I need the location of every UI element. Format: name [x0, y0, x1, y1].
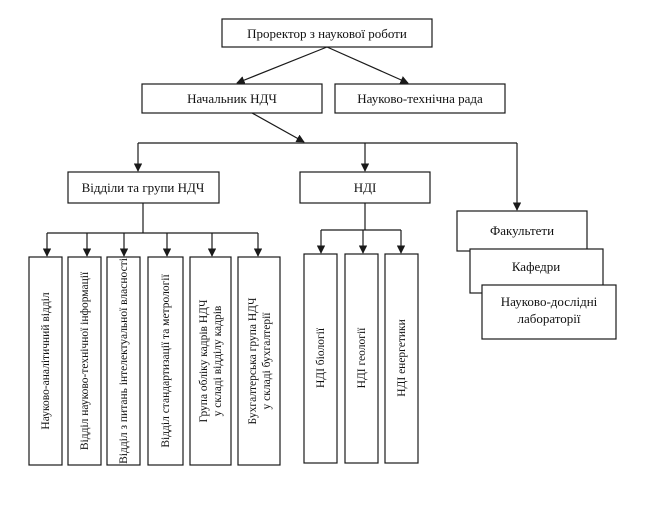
dept-label-6-line1: Бухгалтерська група НДЧ: [247, 297, 259, 424]
dept-box-1: Науково-аналітичний відділ: [28, 256, 63, 466]
node-prorector-label: Проректор з наукової роботи: [247, 26, 407, 41]
dept-label-5-line2: у складі відділу кадрів: [212, 305, 224, 416]
dept-label-5-line1: Група обліку кадрів НДЧ: [198, 299, 210, 422]
node-departments-label: Відділи та групи НДЧ: [82, 180, 205, 195]
dept-box-5: Група обліку кадрів НДЧ у складі відділу…: [189, 256, 232, 466]
ndi-box-3: НДІ енергетики: [384, 253, 419, 464]
dept-box-4: Відділ стандартизації та метрології: [147, 256, 184, 466]
dept-label-1: Науково-аналітичний відділ: [40, 292, 52, 429]
arrow-prorector-council: [326, 46, 409, 84]
node-sci-council-label: Науково-технічна рада: [357, 91, 483, 106]
ndi-label-2: НДІ геології: [356, 327, 368, 389]
ndi-label-1: НДІ біології: [315, 327, 327, 388]
node-sci-council: Науково-технічна рада: [334, 83, 506, 114]
ndi-box-1: НДІ біології: [303, 253, 338, 464]
ndi-label-3: НДІ енергетики: [396, 319, 408, 397]
dept-box-2: Відділ науково-технічної інформації: [67, 256, 102, 466]
dept-label-4: Відділ стандартизації та метрології: [160, 274, 172, 448]
dept-label-2: Відділ науково-технічної інформації: [79, 271, 91, 450]
connectors: [42, 46, 522, 257]
arrow-head-branches: [251, 112, 305, 143]
node-chairs-label: Кафедри: [512, 259, 560, 274]
node-head-ndch-label: Начальник НДЧ: [187, 91, 277, 106]
node-faculties: Факультети: [456, 210, 588, 252]
ndi-box-2: НДІ геології: [344, 253, 379, 464]
node-labs-label-line2: лабораторії: [517, 311, 580, 326]
dept-label-3: Відділ з питань інтелектуальної власност…: [118, 258, 130, 464]
node-prorector: Проректор з наукової роботи: [221, 18, 433, 48]
node-ndi: НДІ: [299, 171, 431, 204]
node-labs: Науково-дослідні лабораторії: [481, 284, 617, 340]
node-faculties-label: Факультети: [490, 223, 554, 238]
dept-label-6-line2: у складі бухгалтерії: [261, 312, 273, 410]
node-labs-label-line1: Науково-дослідні: [501, 294, 598, 309]
node-head-ndch: Начальник НДЧ: [141, 83, 323, 114]
node-ndi-label: НДІ: [354, 180, 377, 195]
arrow-prorector-head: [236, 46, 328, 85]
node-departments: Відділи та групи НДЧ: [67, 171, 220, 204]
dept-box-6: Бухгалтерська група НДЧ у складі бухгалт…: [237, 256, 281, 466]
dept-box-3: Відділ з питань інтелектуальної власност…: [106, 256, 141, 466]
